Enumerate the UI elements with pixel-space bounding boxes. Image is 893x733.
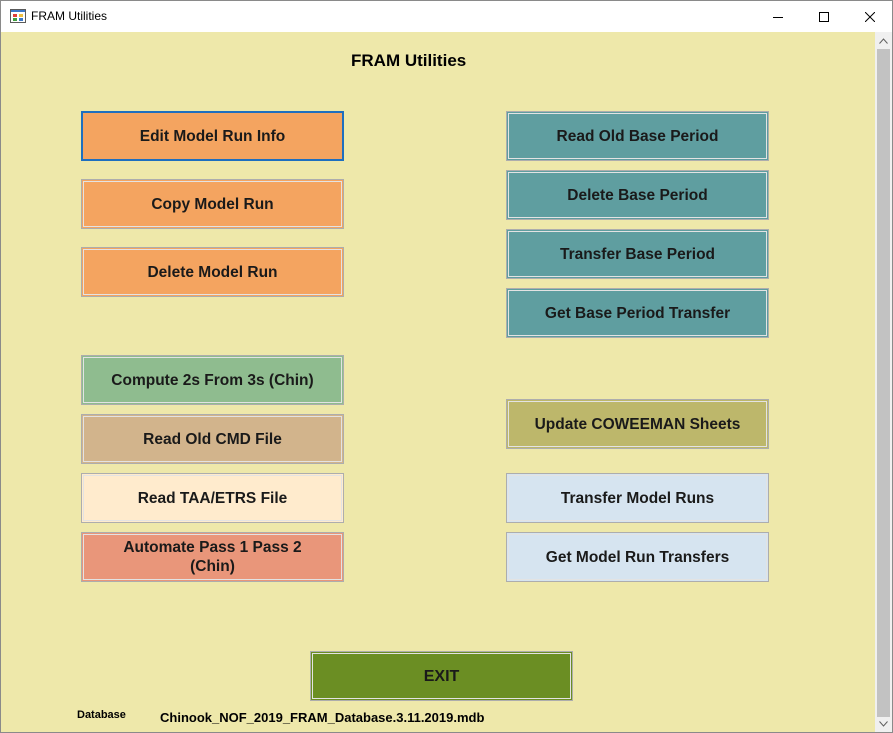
scroll-thumb[interactable] xyxy=(877,49,890,717)
copy-model-run-button[interactable]: Copy Model Run xyxy=(81,179,344,229)
update-coweeman-sheets-button[interactable]: Update COWEEMAN Sheets xyxy=(506,399,769,449)
minimize-icon xyxy=(773,12,783,22)
transfer-model-runs-button[interactable]: Transfer Model Runs xyxy=(506,473,769,523)
get-model-run-transfers-button[interactable]: Get Model Run Transfers xyxy=(506,532,769,582)
maximize-icon xyxy=(819,11,829,22)
get-base-period-transfer-button[interactable]: Get Base Period Transfer xyxy=(506,288,769,338)
delete-base-period-button[interactable]: Delete Base Period xyxy=(506,170,769,220)
delete-model-run-button[interactable]: Delete Model Run xyxy=(81,247,344,297)
exit-button[interactable]: EXIT xyxy=(310,651,573,701)
transfer-base-period-button[interactable]: Transfer Base Period xyxy=(506,229,769,279)
scroll-down-icon[interactable] xyxy=(875,715,892,732)
read-old-cmd-file-button[interactable]: Read Old CMD File xyxy=(81,414,344,464)
vertical-scrollbar[interactable] xyxy=(875,32,892,732)
database-name: Chinook_NOF_2019_FRAM_Database.3.11.2019… xyxy=(160,710,485,725)
title-bar[interactable]: FRAM Utilities xyxy=(1,1,892,32)
window-title: FRAM Utilities xyxy=(31,9,108,23)
minimize-button[interactable] xyxy=(755,1,801,32)
edit-model-run-info-button[interactable]: Edit Model Run Info xyxy=(81,111,344,161)
database-label: Database xyxy=(77,709,126,721)
automate-pass-button[interactable]: Automate Pass 1 Pass 2 (Chin) xyxy=(81,532,344,582)
close-icon xyxy=(865,11,875,22)
close-button[interactable] xyxy=(847,1,892,32)
read-taa-etrs-file-button[interactable]: Read TAA/ETRS File xyxy=(81,473,344,523)
maximize-button[interactable] xyxy=(801,1,847,32)
compute-2s-from-3s-button[interactable]: Compute 2s From 3s (Chin) xyxy=(81,355,344,405)
app-forms-icon xyxy=(10,9,26,23)
read-old-base-period-button[interactable]: Read Old Base Period xyxy=(506,111,769,161)
form-heading: FRAM Utilities xyxy=(351,51,467,70)
scroll-up-icon[interactable] xyxy=(875,32,892,49)
